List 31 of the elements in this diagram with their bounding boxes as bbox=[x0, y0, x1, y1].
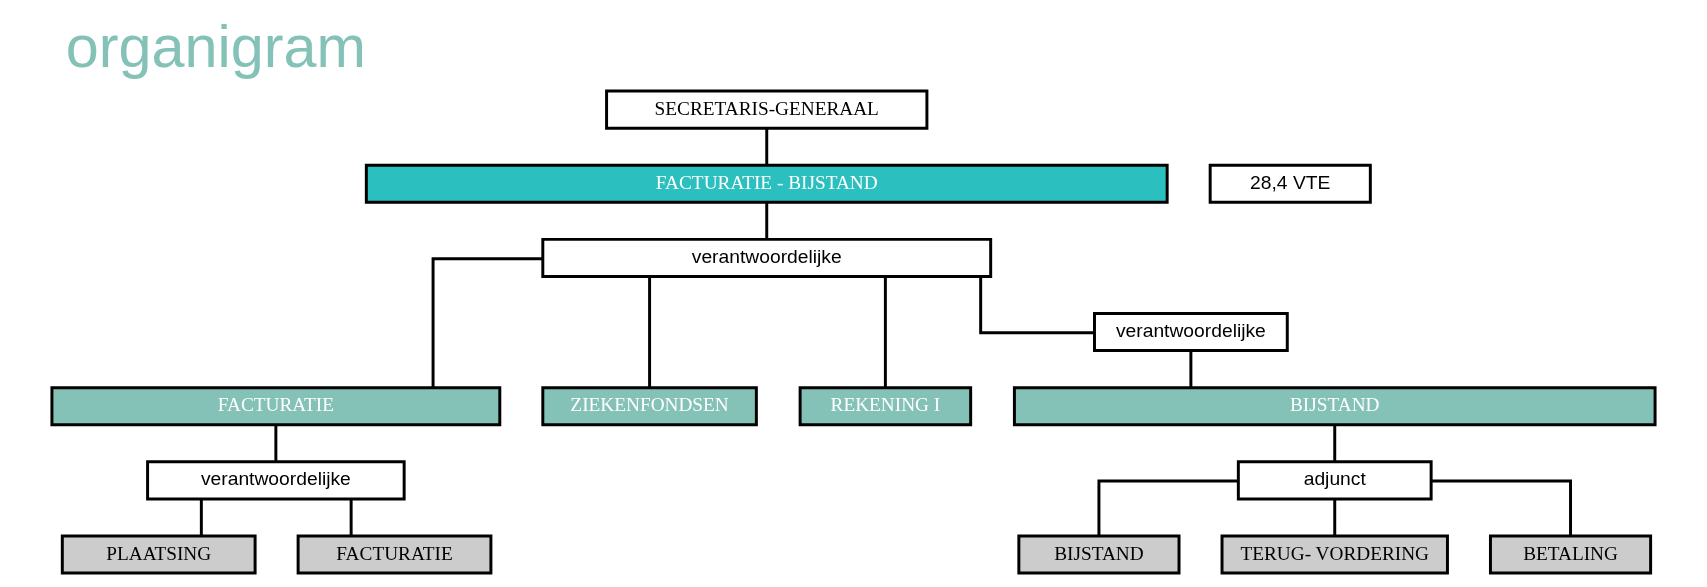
node-box: TERUG- VORDERING bbox=[1220, 534, 1449, 575]
connector bbox=[765, 128, 769, 165]
node-box: verantwoordelijke bbox=[541, 237, 993, 278]
node-box: FACTURATIE bbox=[50, 386, 502, 427]
node-box: BIJSTAND bbox=[1017, 534, 1181, 575]
diagram-title: organigram bbox=[65, 13, 366, 81]
connector bbox=[274, 424, 278, 462]
node-box: REKENING I bbox=[798, 386, 973, 427]
node-box: FACTURATIE - BIJSTAND bbox=[364, 163, 1169, 204]
connector bbox=[1431, 479, 1573, 536]
connector bbox=[1097, 479, 1239, 536]
connector bbox=[431, 257, 543, 388]
connector bbox=[349, 499, 353, 536]
node-box: SECRETARIS-GENERAAL bbox=[605, 89, 929, 130]
node-box: verantwoordelijke bbox=[146, 460, 406, 501]
connector bbox=[648, 276, 652, 388]
connector bbox=[1189, 350, 1193, 388]
connector bbox=[1333, 499, 1337, 536]
node-box: BIJSTAND bbox=[1012, 386, 1657, 427]
node-box: 28,4 VTE bbox=[1208, 163, 1372, 204]
node-box: verantwoordelijke bbox=[1093, 312, 1289, 353]
connector bbox=[979, 276, 1095, 335]
connector bbox=[883, 276, 887, 388]
node-box: BETALING bbox=[1488, 534, 1653, 575]
node-box: adjunct bbox=[1236, 460, 1433, 501]
connector bbox=[765, 202, 769, 239]
connector bbox=[1333, 424, 1337, 462]
connector bbox=[199, 499, 203, 536]
node-box: PLAATSING bbox=[60, 534, 257, 575]
node-box: FACTURATIE bbox=[296, 534, 493, 575]
node-box: ZIEKENFONDSEN bbox=[541, 386, 758, 427]
